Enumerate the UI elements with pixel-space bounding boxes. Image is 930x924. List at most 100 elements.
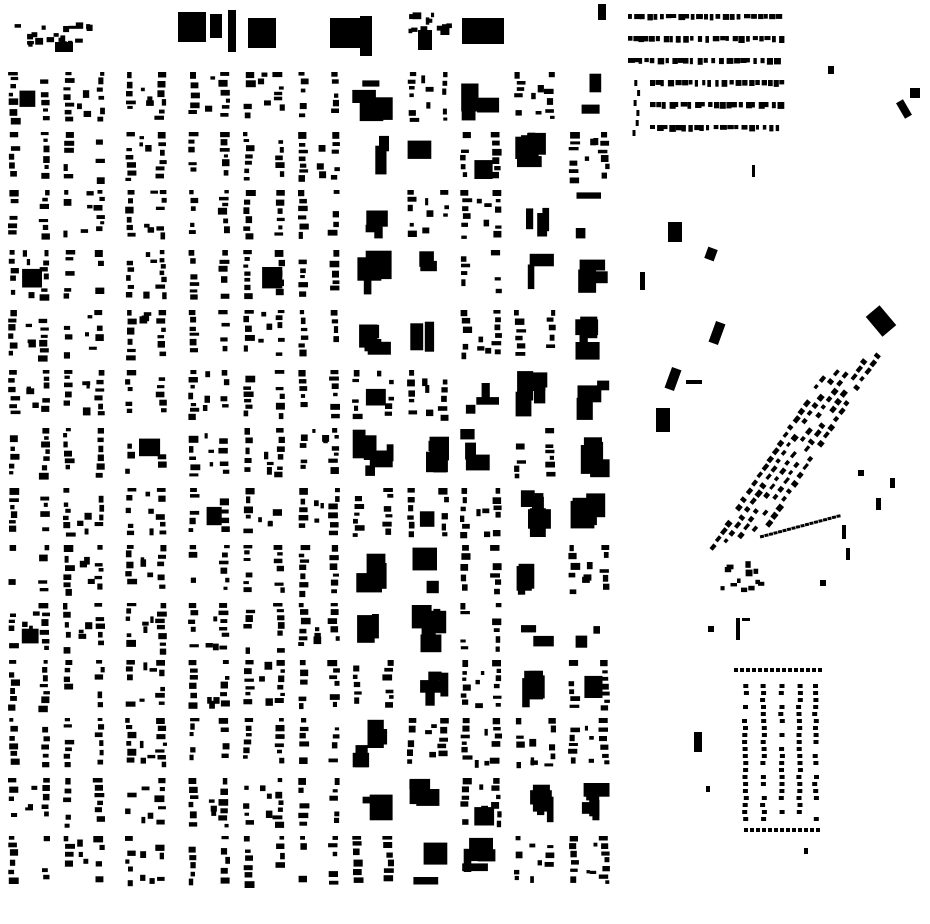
building: [156, 718, 165, 724]
building: [9, 215, 18, 220]
building: [39, 348, 49, 353]
building: [463, 848, 472, 872]
building: [222, 345, 228, 352]
building: [460, 639, 466, 643]
building: [416, 789, 440, 806]
building: [189, 732, 194, 737]
building: [462, 677, 467, 681]
building: [210, 76, 216, 80]
building: [10, 453, 20, 460]
building: [63, 836, 69, 842]
building: [746, 102, 752, 109]
building: [245, 488, 255, 495]
building: [206, 506, 222, 526]
building: [420, 634, 442, 653]
building: [157, 385, 165, 389]
building: [545, 449, 555, 454]
building: [44, 164, 49, 169]
building: [222, 469, 230, 474]
building: [428, 18, 433, 23]
building: [42, 675, 48, 682]
building: [274, 582, 284, 586]
building: [743, 684, 749, 688]
building: [94, 395, 103, 401]
building: [64, 555, 69, 563]
building: [430, 610, 447, 634]
building: [65, 391, 72, 398]
building: [425, 385, 430, 393]
building: [493, 727, 501, 731]
building: [570, 132, 580, 139]
building: [225, 98, 230, 103]
building: [221, 322, 230, 327]
building: [746, 668, 750, 672]
building: [768, 80, 773, 87]
building: [243, 747, 250, 754]
building: [330, 626, 339, 633]
building: [786, 527, 792, 532]
building: [331, 383, 339, 389]
building: [126, 495, 133, 501]
building: [99, 749, 104, 756]
building: [9, 525, 17, 532]
building: [329, 563, 338, 570]
building: [793, 461, 800, 469]
building: [360, 16, 372, 56]
building: [495, 511, 501, 518]
building: [10, 268, 19, 274]
building: [550, 115, 555, 119]
building: [85, 332, 89, 337]
building: [245, 615, 253, 622]
building: [352, 674, 358, 679]
building: [219, 498, 229, 506]
building: [797, 768, 803, 772]
building: [462, 523, 470, 529]
building: [779, 775, 785, 779]
building: [274, 471, 283, 478]
building: [492, 497, 502, 504]
building: [213, 616, 218, 622]
building: [407, 79, 416, 84]
building: [727, 125, 734, 130]
building: [766, 58, 773, 65]
building: [64, 450, 72, 457]
building: [460, 734, 470, 739]
building: [531, 92, 536, 100]
building: [461, 352, 467, 360]
building: [492, 718, 501, 725]
building: [419, 511, 435, 527]
building: [426, 409, 434, 417]
building: [789, 450, 797, 459]
building: [633, 100, 637, 106]
building: [10, 750, 18, 756]
building: [161, 197, 167, 203]
building: [77, 839, 83, 847]
building: [96, 215, 105, 219]
building: [478, 336, 484, 343]
building: [19, 90, 36, 107]
building: [245, 725, 252, 731]
building: [743, 817, 749, 821]
building: [63, 352, 70, 359]
building: [31, 32, 38, 38]
building: [190, 795, 199, 799]
building: [357, 257, 382, 281]
building: [274, 91, 283, 96]
building: [407, 749, 413, 756]
building: [747, 515, 755, 523]
building: [95, 876, 104, 883]
building: [218, 815, 228, 821]
building: [779, 782, 785, 786]
building: [10, 76, 19, 81]
building: [202, 405, 208, 411]
building: [299, 741, 310, 747]
building: [298, 875, 307, 883]
building: [280, 692, 285, 696]
building: [188, 822, 198, 827]
building: [217, 207, 228, 215]
building: [752, 668, 756, 672]
building: [160, 521, 166, 527]
building: [157, 81, 166, 88]
building: [730, 14, 735, 20]
